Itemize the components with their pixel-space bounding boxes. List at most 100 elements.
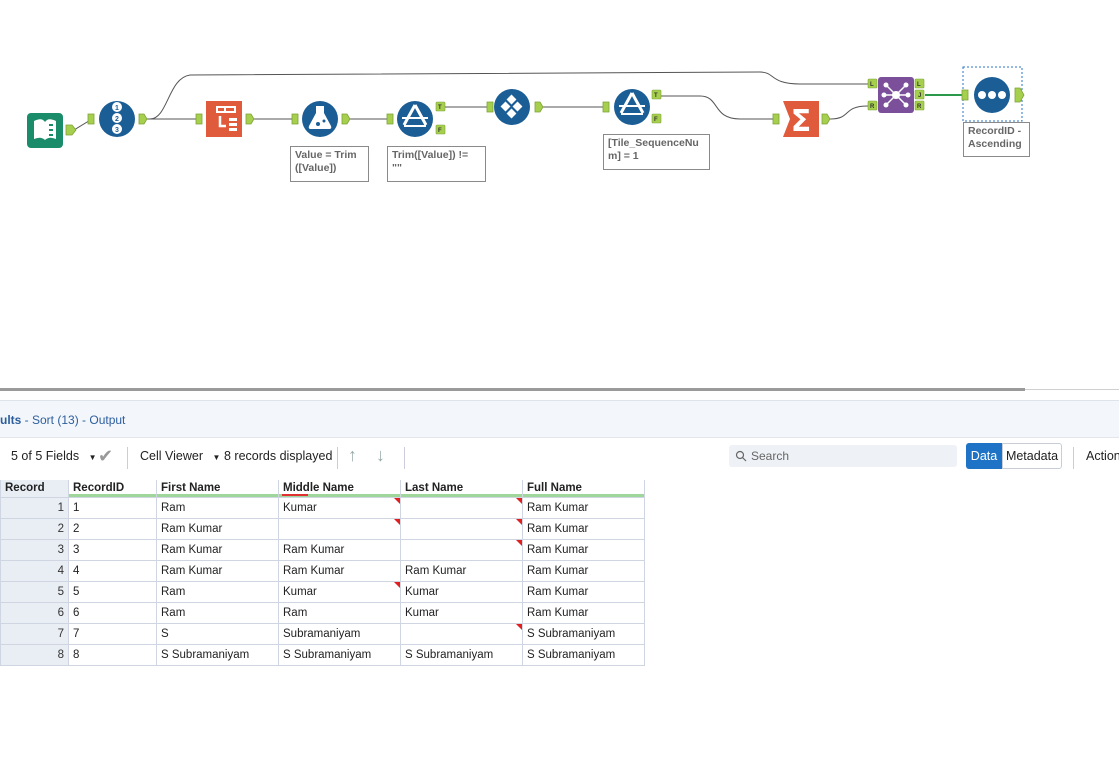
arrow-down-icon[interactable]: ↓ [376,445,385,465]
record-number-cell[interactable]: 5 [0,580,69,603]
anchor [291,113,299,125]
results-toolbar: 5 of 5 Fields ▼ ✔ Cell Viewer ▼ 8 record… [0,437,1119,477]
anchor [1014,87,1025,103]
anchor [87,113,95,125]
table-cell[interactable]: S Subramaniyam [156,643,279,666]
column-header-record[interactable]: Record [0,480,69,498]
table-cell[interactable]: Ram [156,601,279,624]
table-cell[interactable]: Ram Kumar [278,559,401,582]
toolbar-divider [404,447,405,469]
grid-header-row: Record RecordID First Name Middle Name L… [0,480,645,498]
formula-tool[interactable] [302,101,338,137]
actions-menu[interactable]: Action [1086,449,1119,463]
table-cell[interactable]: Ram Kumar [156,517,279,540]
record-number-cell[interactable]: 6 [0,601,69,624]
column-header-first-name[interactable]: First Name [156,480,279,498]
table-cell[interactable]: Ram Kumar [278,538,401,561]
workflow-canvas[interactable]: T F T F L R L J R [0,0,1119,388]
record-number-cell[interactable]: 3 [0,538,69,561]
table-cell[interactable]: Ram Kumar [522,559,645,582]
sort-tool[interactable] [974,77,1010,113]
table-cell[interactable]: 6 [68,601,157,624]
arrow-up-icon[interactable]: ↑ [348,445,357,465]
anchor-label: J [918,93,921,99]
check-icon[interactable]: ✔ [98,446,114,466]
filter-tool[interactable] [397,101,433,137]
table-cell[interactable]: Ram [278,601,401,624]
table-cell[interactable]: 3 [68,538,157,561]
table-cell[interactable] [400,538,523,561]
table-cell[interactable]: S Subramaniyam [522,622,645,645]
table-cell[interactable]: Ram [156,580,279,603]
record-number-cell[interactable]: 7 [0,622,69,645]
table-cell[interactable]: Ram Kumar [522,601,645,624]
text-to-columns-tool[interactable] [206,101,242,137]
metadata-button[interactable]: Metadata [1002,443,1062,469]
record-number-cell[interactable]: 2 [0,517,69,540]
anchor [386,113,394,125]
table-cell[interactable]: S Subramaniyam [278,643,401,666]
results-title: ults - Sort (13) - Output [0,413,125,427]
table-cell[interactable]: 7 [68,622,157,645]
table-cell[interactable]: Kumar [400,580,523,603]
anchor-label: L [870,82,874,88]
table-cell[interactable] [400,496,523,519]
table-cell[interactable]: Ram Kumar [522,517,645,540]
table-cell[interactable]: Kumar [278,580,401,603]
anchor-label: F [654,117,658,123]
fields-selector[interactable]: 5 of 5 Fields ▼ [11,449,97,463]
record-number-cell[interactable]: 8 [0,643,69,666]
table-cell[interactable]: S Subramaniyam [522,643,645,666]
cell-viewer-selector[interactable]: Cell Viewer ▼ [140,449,220,463]
table-cell[interactable] [400,517,523,540]
table-cell[interactable]: Ram [156,496,279,519]
record-number-cell[interactable]: 4 [0,559,69,582]
record-id-tool[interactable]: 1 2 3 [99,101,135,137]
record-number-cell[interactable]: 1 [0,496,69,519]
table-cell[interactable]: 5 [68,580,157,603]
filter-annotation: Trim([Value]) != "" [387,146,486,182]
table-cell[interactable] [278,517,401,540]
table-cell[interactable]: Ram Kumar [522,580,645,603]
table-cell[interactable]: Subramaniyam [278,622,401,645]
table-cell[interactable]: 1 [68,496,157,519]
table-cell[interactable]: Ram Kumar [156,538,279,561]
table-cell[interactable]: Ram Kumar [522,538,645,561]
column-header-middle-name[interactable]: Middle Name [278,480,401,498]
summarize-tool[interactable]: Σ [783,101,819,139]
table-cell[interactable]: 4 [68,559,157,582]
pane-splitter[interactable] [0,388,1025,391]
filter-annotation: [Tile_SequenceNu m] = 1 [603,134,710,170]
tile-tool[interactable] [494,89,530,125]
table-cell[interactable]: Kumar [278,496,401,519]
table-cell[interactable] [400,622,523,645]
table-cell[interactable]: Ram Kumar [522,496,645,519]
anchor [602,101,610,113]
table-cell[interactable]: Kumar [400,601,523,624]
join-tool[interactable] [878,77,914,113]
table-cell[interactable]: Ram Kumar [400,559,523,582]
data-button[interactable]: Data [966,443,1002,469]
column-header-full-name[interactable]: Full Name [522,480,645,498]
table-cell[interactable]: Ram Kumar [156,559,279,582]
column-header-recordid[interactable]: RecordID [68,480,157,498]
column-header-last-name[interactable]: Last Name [400,480,523,498]
table-cell[interactable]: S [156,622,279,645]
input-data-tool[interactable] [27,113,63,148]
search-icon [735,450,747,462]
table-cell[interactable]: 2 [68,517,157,540]
anchor [65,124,77,136]
table-cell[interactable]: 8 [68,643,157,666]
anchor [961,89,969,101]
search-input[interactable]: Search [729,445,957,467]
filter-tool[interactable] [614,89,650,125]
table-cell[interactable]: S Subramaniyam [400,643,523,666]
